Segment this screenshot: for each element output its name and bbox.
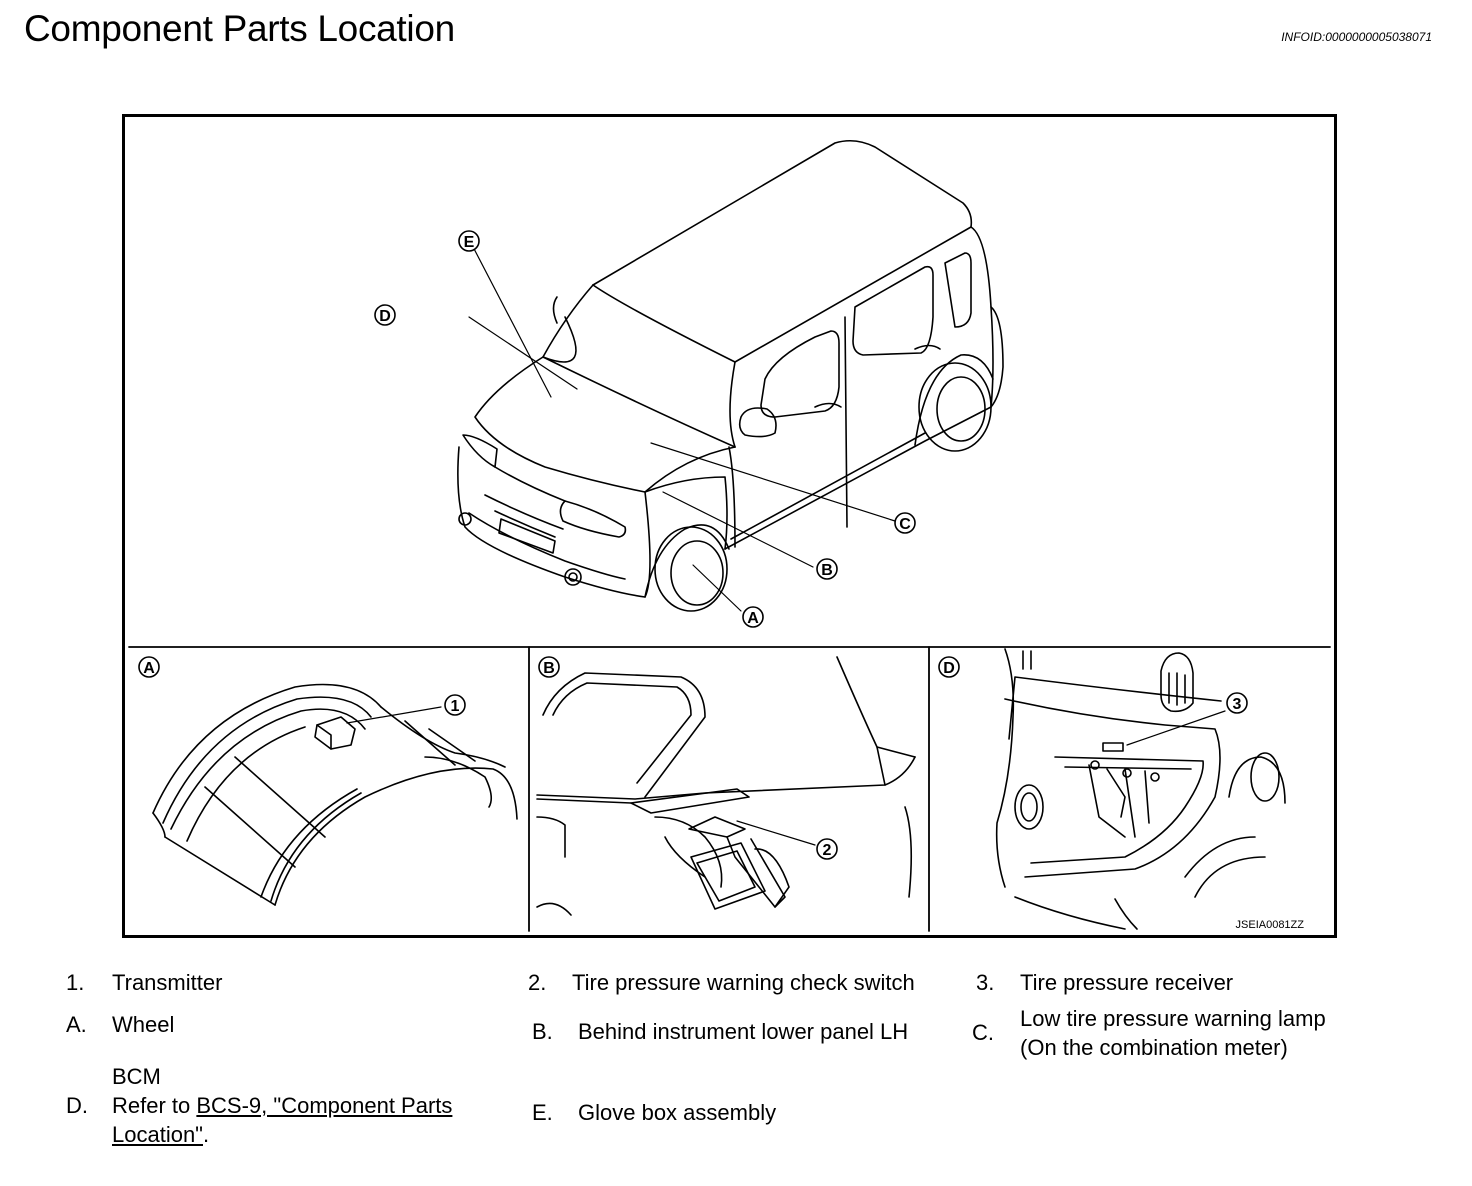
legend-text: Wheel [112,1012,175,1037]
legend-text: Transmitter [112,970,223,995]
legend-item-2: 2. Tire pressure warning check switch [528,968,958,998]
legend-num: C. [972,1020,994,1045]
legend-text-suffix: . [203,1122,210,1147]
legend-text: Glove box assembly [578,1100,777,1125]
legend-num: A. [66,1012,87,1037]
legend-item-1: 1. Transmitter [66,968,466,998]
svg-text:D: D [943,660,955,677]
info-id: INFOID:0000000005038071 [1281,30,1432,44]
callout-1: 1 [444,694,466,716]
panel-label-b: B [538,656,560,678]
legend-text: Behind instrument lower panel LH [578,1019,909,1044]
legend-text-prefix: Refer to [112,1093,197,1118]
svg-text:1: 1 [451,698,460,715]
page-title: Component Parts Location [24,8,455,49]
legend-text: Tire pressure warning check switch [572,970,915,995]
image-code: JSEIA0081ZZ [1235,919,1304,931]
callout-c: C [894,512,916,534]
glovebox-drawing [995,648,1286,930]
legend-text: Tire pressure receiver [1020,970,1234,995]
legend-item-3: 3. Tire pressure receiver [976,968,1376,998]
svg-text:E: E [464,234,475,251]
svg-text:2: 2 [823,842,832,859]
callout-d: D [374,304,396,326]
svg-text:3: 3 [1233,696,1242,713]
svg-text:C: C [899,516,911,533]
legend-num: D. [66,1093,88,1118]
legend-item-e: E. Glove box assembly [532,1098,962,1128]
callout-a: A [742,606,764,628]
legend-item-d: BCM D. Refer to BCS-9, "Component Parts … [66,1062,506,1152]
pedal-drawing [536,656,916,916]
legend-num: 2. [528,970,547,995]
callout-3: 3 [1226,692,1248,714]
svg-text:A: A [143,660,155,677]
svg-text:D: D [379,308,391,325]
legend-item-b: B. Behind instrument lower panel LH [532,1017,962,1047]
legend-item-c: C. Low tire pressure warning lamp (On th… [972,1004,1432,1064]
legend-num: 1. [66,970,85,995]
bcs-9-link[interactable]: BCS-9, "Component Parts [196,1093,453,1118]
callout-b: B [816,558,838,580]
svg-text:B: B [821,562,833,579]
callouts: E D C B A 1 2 [138,230,1248,860]
legend-num: 3. [976,970,995,995]
svg-text:A: A [747,610,759,627]
legend-text-line2: (On the combination meter) [1020,1035,1288,1060]
component-diagram: E D C B A 1 2 [128,139,1331,932]
legend-item-a: A. Wheel [66,1010,466,1040]
wheel-drawing [152,683,518,906]
panel-label-a: A [138,656,160,678]
vehicle-drawing [457,139,1004,612]
panel-label-d: D [938,656,960,678]
legend-num: B. [532,1019,553,1044]
diagram-frame: E D C B A 1 2 [122,114,1337,938]
legend-text-line1: BCM [112,1064,161,1089]
bcs-9-link-continued[interactable]: Location" [112,1122,203,1147]
callout-e: E [458,230,480,252]
callout-2: 2 [816,838,838,860]
legend-num: E. [532,1100,553,1125]
svg-text:B: B [543,660,555,677]
legend-text-line1: Low tire pressure warning lamp [1020,1006,1326,1031]
